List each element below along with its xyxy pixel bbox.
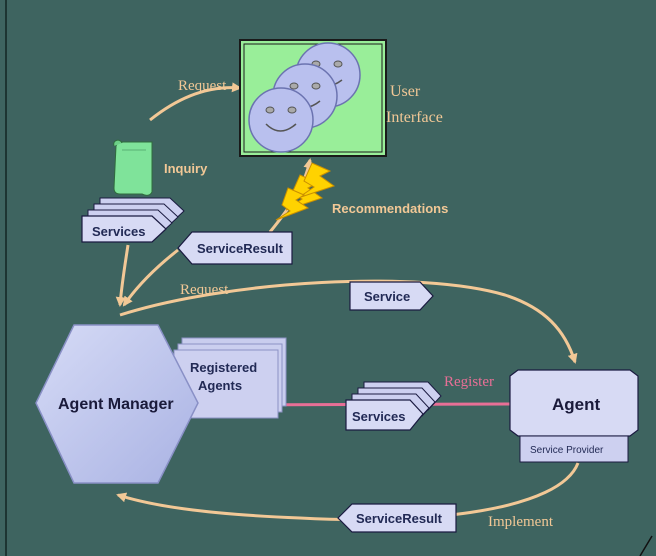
services-down-arrow [115, 244, 130, 307]
implement-label: Implement [488, 514, 554, 530]
request-top-label: Request [178, 78, 227, 94]
service-result-bottom-tag [337, 503, 457, 533]
services-stack-top [81, 197, 185, 243]
request-mid-label: Request [180, 282, 229, 298]
lightning-bolt-icon [275, 162, 336, 221]
agent-manager-hexagon [35, 324, 199, 484]
recommendations-label: Recommendations [332, 201, 448, 216]
service-result-bottom-label: ServiceResult [356, 511, 443, 526]
services-stack-mid [345, 381, 442, 431]
registered-agents-line1: Registered [190, 360, 257, 375]
request-top-arrow [149, 82, 242, 122]
scroll-icon [113, 139, 153, 196]
agent-box [509, 369, 639, 463]
registered-agents-line2: Agents [198, 378, 242, 393]
inquiry-label: Inquiry [164, 161, 208, 176]
agent-label: Agent [552, 395, 601, 414]
register-label: Register [444, 374, 494, 390]
implement-arrow [116, 462, 580, 522]
user-interface-panel [239, 39, 387, 157]
user-interface-label-line2: Interface [386, 109, 443, 126]
request-mid-arrow [119, 279, 578, 364]
user-interface-label-line1: User [390, 83, 421, 100]
services-mid-label: Services [352, 409, 406, 424]
corner-mark [639, 535, 653, 556]
services-top-label: Services [92, 224, 146, 239]
service-mid-tag [349, 281, 434, 311]
service-result-top-label: ServiceResult [197, 241, 284, 256]
serviceresult-down-arrow [122, 248, 179, 307]
service-provider-label: Service Provider [530, 445, 604, 456]
agent-manager-label: Agent Manager [58, 396, 174, 413]
service-mid-label: Service [364, 289, 410, 304]
service-result-top-tag [177, 231, 293, 265]
smiley-face-icon [248, 87, 314, 153]
